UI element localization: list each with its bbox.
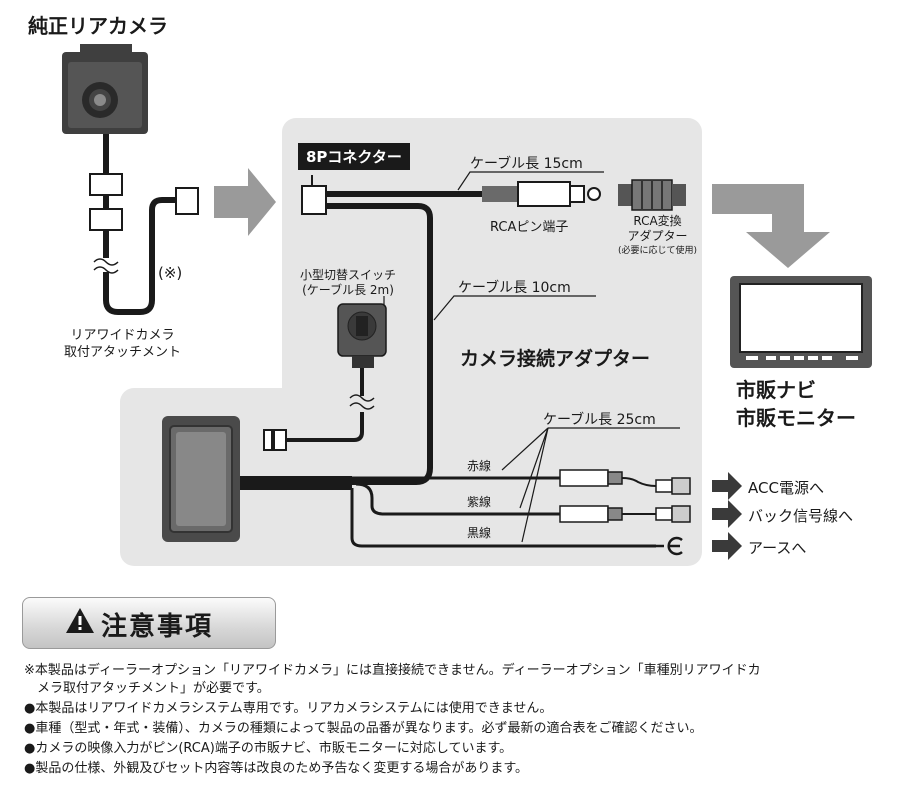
camera-cable (103, 134, 176, 315)
wire-harness (240, 476, 352, 490)
switch-label: 小型切替スイッチ (ケーブル長 2m) (300, 268, 396, 298)
wire-terminals (559, 469, 623, 523)
switch-cable (286, 368, 364, 442)
red-wire-label: 赤線 (467, 459, 492, 473)
8p-connector-icon (301, 175, 327, 215)
cable-15-label: ケーブル長 15cm (470, 156, 583, 172)
flow-arrow-right (214, 168, 276, 236)
switch-label-line-2: (ケーブル長 2m) (302, 283, 394, 297)
camera-cable-connectors (89, 173, 199, 231)
note-line-2: メラ取付アタッチメント」が必要です。 (24, 681, 270, 696)
rca-adapter-label: RCA変換 アダプター (必要に応じて使用) (618, 214, 697, 259)
rca-adapter-note: (必要に応じて使用) (618, 246, 698, 256)
wire-extensions (621, 477, 657, 515)
flow-arrow-down (712, 184, 830, 268)
switch-label-line-1: 小型切替スイッチ (300, 268, 397, 282)
ground-terminal-icon (656, 536, 683, 556)
target-arrows (712, 472, 742, 560)
note-line-3: ●本製品はリアワイドカメラシステム専用です。リアカメラシステムには使用できません… (24, 701, 553, 716)
warning-icon (66, 608, 94, 633)
rca-adapter-label-line-1: RCA変換 (633, 214, 682, 228)
attachment-label-line-1: リアワイドカメラ (70, 328, 175, 343)
black-wire-label: 黒線 (467, 526, 492, 540)
cable-25-leaders (501, 427, 680, 543)
monitor-icon (730, 276, 872, 368)
rear-camera-icon (62, 44, 148, 134)
switch-icon (337, 303, 387, 368)
rca-adapter-icon (618, 179, 686, 211)
ground-target-label: アースへ (748, 539, 807, 557)
rca-pin-label: RCAピン端子 (490, 220, 569, 235)
rca-pin-icon (482, 181, 601, 207)
monitor-label-line-1: 市販ナビ (736, 378, 816, 402)
notice-title: 注意事項 (101, 612, 214, 642)
adapter-cables (240, 191, 482, 485)
cable-break-mark (93, 258, 119, 274)
asterisk-label: (※) (158, 264, 183, 282)
back-signal-target-label: バック信号線へ (748, 507, 854, 525)
switch-cable-break-mark (349, 394, 375, 410)
note-line-4: ●車種（型式・年式・装備）、カメラの種類によって製品の品番が異なります。必ず最新… (24, 721, 703, 736)
camera-adapter-box-icon (162, 416, 240, 542)
monitor-label: 市販ナビ 市販モニター (736, 376, 856, 432)
power-wires (350, 476, 656, 548)
acc-target-label: ACC電源へ (748, 479, 824, 497)
note-line-1: ※本製品はディーラーオプション「リアワイドカメラ」には直接接続できません。ディー… (24, 663, 761, 678)
rca-adapter-label-line-2: アダプター (627, 229, 688, 243)
note-line-6: ●製品の仕様、外観及びセット内容等は改良のため予告なく変更する場合があります。 (24, 761, 529, 776)
notice-heading-box: 注意事項 (22, 597, 276, 649)
wire-end-plugs (655, 477, 691, 523)
page-title: 純正リアカメラ (28, 14, 168, 38)
cable-10-label: ケーブル長 10cm (458, 280, 571, 296)
adapter-panel-background (120, 118, 702, 566)
cable-25-label: ケーブル長 25cm (543, 412, 656, 428)
note-line-5: ●カメラの映像入力がピン(RCA)端子の市販ナビ、市販モニターに対応しています。 (24, 741, 513, 756)
adapter-name-label: カメラ接続アダプター (460, 348, 651, 370)
connector-tag: 8Pコネクター (298, 143, 410, 170)
purple-wire-label: 紫線 (467, 495, 492, 509)
attachment-label: リアワイドカメラ 取付アタッチメント (64, 327, 181, 361)
monitor-label-line-2: 市販モニター (736, 406, 856, 430)
attachment-label-line-2: 取付アタッチメント (64, 345, 182, 360)
wiring-diagram (62, 44, 872, 566)
adapter-small-connectors (263, 429, 287, 451)
